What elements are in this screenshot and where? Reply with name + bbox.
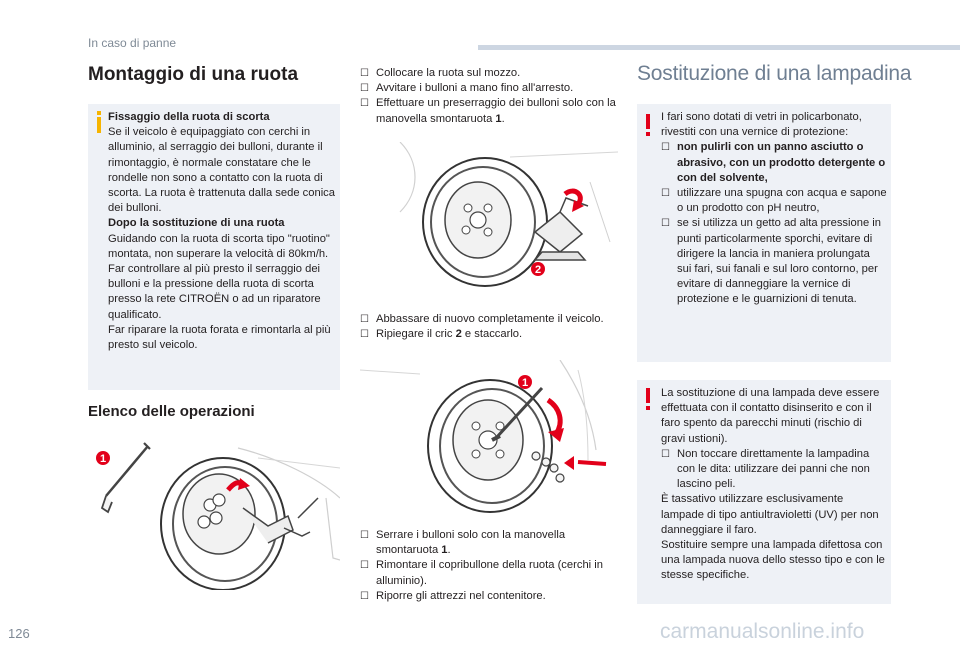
info-heading-1: Fissaggio della ruota di scorta [108, 111, 270, 123]
warning-item: ☐non pulirli con un panno asciutto o abr… [661, 141, 886, 184]
page-number: 126 [8, 626, 30, 641]
step-item: ☐Abbassare di nuovo completamente il vei… [360, 313, 604, 325]
section-label: In caso di panne [88, 36, 177, 50]
warning-paragraph: La sostituzione di una lampada deve esse… [661, 387, 880, 445]
step-item: ☐Avvitare i bulloni a mano fino all'arre… [360, 82, 574, 95]
warning-paragraph: Sostituire sempre una lampada difettosa … [661, 539, 885, 582]
step-item: ☐Collocare la ruota sul mozzo. [360, 67, 521, 79]
header-bar [478, 45, 960, 50]
warning-item: ☐se si utilizza un getto ad alta pressio… [661, 217, 881, 306]
info-paragraph-2: Guidando con la ruota di scorta tipo "ru… [108, 232, 330, 260]
step-item: ☐Rimontare il copribullone della ruota (… [360, 559, 603, 587]
info-paragraph-3: Far controllare al più presto il serragg… [108, 263, 321, 321]
warning-paragraph: È tassativo utilizzare esclusivamente la… [661, 493, 879, 536]
step-item: ☐Effettuare un preserraggio dei bulloni … [360, 97, 616, 125]
step-badge-2 [531, 262, 545, 276]
warning-box-bulb-text: La sostituzione di una lampada deve esse… [661, 386, 887, 584]
watermark: carmanualsonline.info [660, 620, 865, 643]
info-box: Fissaggio della ruota di scorta Se il ve… [88, 104, 340, 390]
warning-icon [645, 114, 651, 136]
wheel-wrench-illustration: 1 [96, 442, 340, 590]
step-badge-2-label: 2 [535, 264, 541, 276]
step-badge-1 [96, 451, 110, 465]
section-title-bulb: Sostituzione di una lampadina [637, 62, 912, 85]
steps-list-c: ☐Serrare i bulloni solo con la manovella… [360, 528, 618, 604]
steps-list-a: ☐Collocare la ruota sul mozzo. ☐Avvitare… [360, 66, 618, 127]
step-item: ☐Riporre gli attrezzi nel contenitore. [360, 589, 546, 602]
warning-item: ☐Non toccare direttamente la lampadina c… [661, 447, 870, 491]
step-item: ☐Serrare i bulloni solo con la manovella… [360, 529, 566, 557]
wrench-tool [100, 442, 151, 514]
step-badge-1-label: 1 [100, 453, 106, 465]
step-badge-1-mid-label: 1 [522, 377, 528, 389]
info-paragraph-1: Se il veicolo è equipaggiato con cerchi … [108, 126, 336, 215]
warning-icon [645, 388, 651, 410]
warning-box-headlights: I fari sono dotati di vetri in policarbo… [637, 104, 891, 362]
step-item: ☐Ripiegare il cric 2 e staccarlo. [360, 328, 523, 341]
step-badge-1-mid [518, 375, 532, 389]
warning-item: ☐utilizzare una spugna con acqua e sapon… [661, 187, 887, 215]
steps-list-b: ☐Abbassare di nuovo completamente il vei… [360, 312, 618, 342]
operations-title: Elenco delle operazioni [88, 403, 255, 420]
jack-illustration: 2 [399, 142, 618, 287]
info-box-text: Fissaggio della ruota di scorta Se il ve… [108, 110, 336, 353]
info-heading-2: Dopo la sostituzione di una ruota [108, 217, 285, 230]
warning-box-bulb: La sostituzione di una lampada deve esse… [637, 380, 891, 604]
info-paragraph-4: Far riparare la ruota forata e rimontarl… [108, 323, 331, 352]
warning-paragraph: I fari sono dotati di vetri in policarbo… [661, 111, 862, 139]
warning-box-headlights-text: I fari sono dotati di vetri in policarbo… [661, 110, 887, 308]
page-title: Montaggio di una ruota [88, 64, 299, 85]
info-icon [95, 111, 103, 133]
tighten-bolts-illustration: 1 [360, 360, 607, 513]
